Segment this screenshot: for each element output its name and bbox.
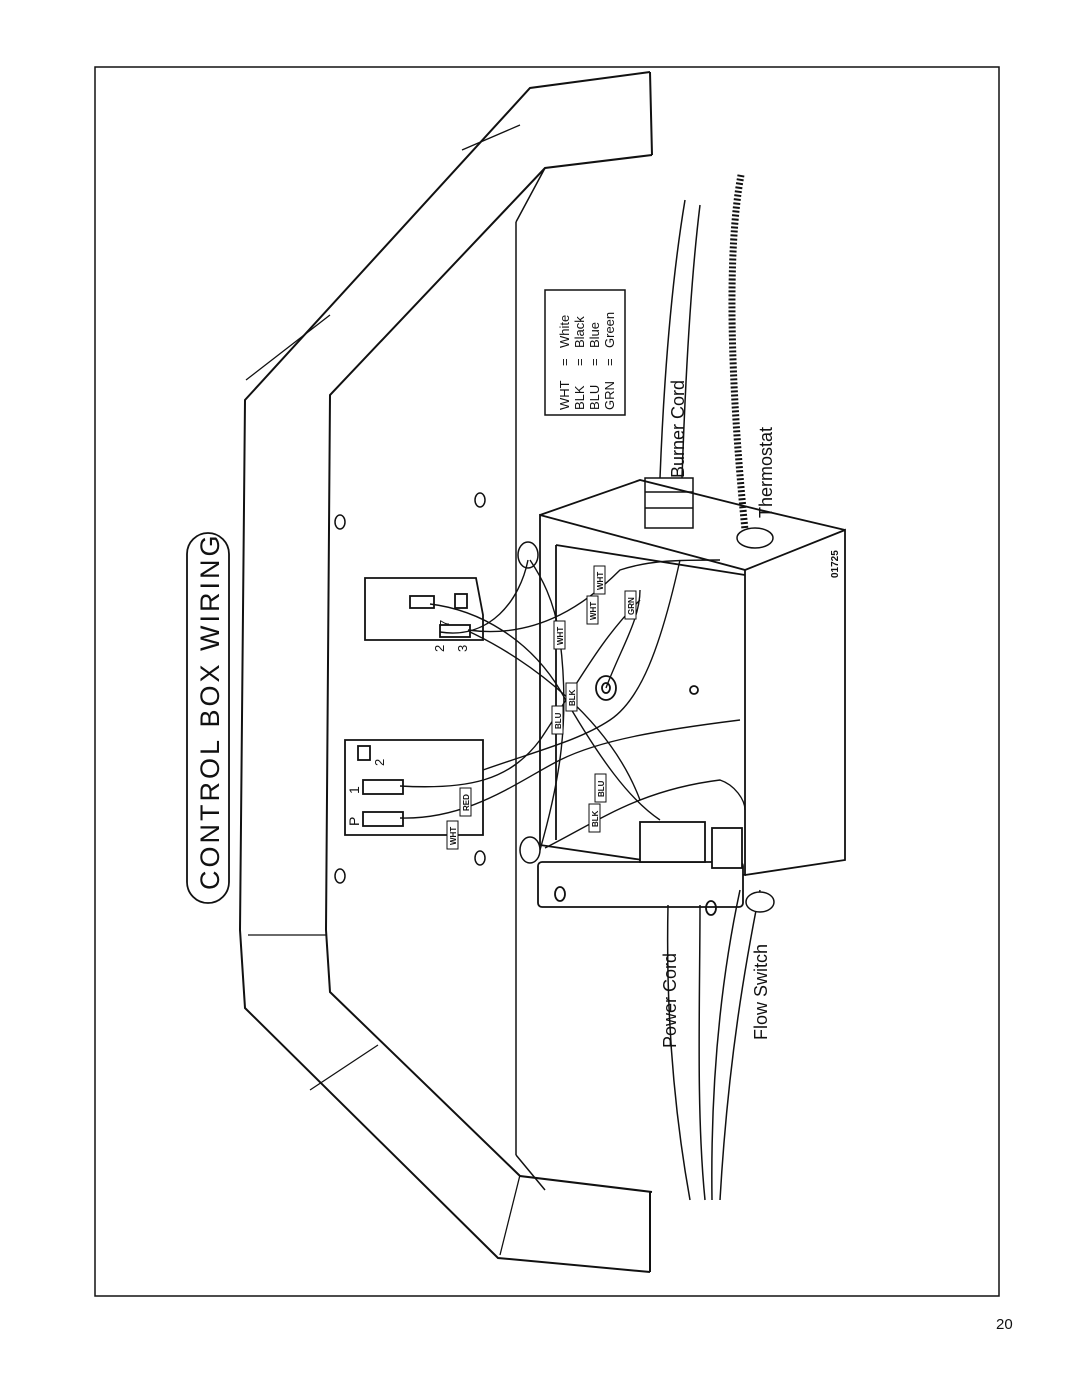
mounting-plate <box>334 167 546 1191</box>
power-cord <box>666 904 706 1201</box>
wire-tag-grn-label: GRN <box>627 597 636 615</box>
upper-relay <box>364 577 484 641</box>
page-frame <box>94 66 1000 1297</box>
thermostat-capillary <box>728 174 774 549</box>
wire-tag-red-label: RED <box>462 794 471 811</box>
legend-color-wht: White <box>557 315 572 348</box>
legend-box <box>544 289 626 416</box>
wire-tag-blk-1-label: BLK <box>568 689 577 706</box>
wire-tag-blu-1-label: BLU <box>554 712 563 729</box>
title-frame <box>186 532 230 904</box>
wire-tag-wht-2 <box>586 595 599 625</box>
terminal-1-label: 1 <box>346 786 362 794</box>
legend-code-wht: WHT <box>557 380 572 410</box>
legend-eq-blk: = <box>572 358 587 366</box>
wire-nuts <box>517 541 541 864</box>
wire-tag-wht-3-label: WHT <box>596 572 605 590</box>
wire-tag-wht-4 <box>446 820 459 850</box>
junction-box <box>537 479 846 916</box>
power-cord-label: Power Cord <box>660 953 680 1048</box>
burner-cord <box>644 199 701 529</box>
legend-eq-grn: = <box>602 358 617 366</box>
thermostat-label: Thermostat <box>756 427 776 518</box>
color-legend: WHT = White BLK = Black BLU = Blue GRN =… <box>544 289 626 416</box>
legend-color-blu: Blue <box>587 322 602 348</box>
terminal-2b-label: 2 <box>372 759 387 766</box>
title-text: CONTROL BOX WIRING <box>195 532 225 890</box>
wire-tag-blu-2-label: BLU <box>597 780 606 797</box>
legend-eq-wht: = <box>557 358 572 366</box>
legend-color-blk: Black <box>572 316 587 348</box>
wire-tag-blu-2 <box>594 773 607 803</box>
terminal-2-label: 2 <box>432 645 447 652</box>
wire-tag-wht-4-label: WHT <box>449 827 458 845</box>
legend-color-grn: Green <box>602 312 617 348</box>
wire-tag-blk-2-label: BLK <box>591 810 600 827</box>
lower-relay <box>344 739 484 836</box>
page-number: 20 <box>996 1316 1013 1333</box>
burner-cord-label: Burner Cord <box>668 380 688 478</box>
legend-eq-blu: = <box>587 358 602 366</box>
terminal-3-label: 3 <box>455 645 470 652</box>
wire-tag-wht-3 <box>593 565 606 595</box>
figure-code: 01725 <box>830 550 841 578</box>
legend-code-blk: BLK <box>572 385 587 410</box>
wire-tag-blk-2 <box>588 803 601 833</box>
wire-tags: WHT WHT WHT GRN BLU BLK RED WHT <box>446 565 637 850</box>
wires <box>399 559 746 851</box>
diagram-title: CONTROL BOX WIRING <box>186 532 230 904</box>
wire-tag-blu-1 <box>551 705 564 735</box>
wire-tag-wht-1 <box>553 620 566 650</box>
wire-tag-wht-2-label: WHT <box>589 602 598 620</box>
terminal-7-label: 7 <box>437 620 452 627</box>
flow-switch-label: Flow Switch <box>751 944 771 1040</box>
wire-tag-red <box>459 787 472 817</box>
wire-tag-wht-1-label: WHT <box>556 627 565 645</box>
terminal-p-label: P <box>346 817 362 826</box>
wire-tag-grn <box>624 590 637 620</box>
wire-tag-blk-1 <box>565 682 578 712</box>
flow-switch-cable <box>711 889 775 1201</box>
legend-code-grn: GRN <box>602 381 617 410</box>
legend-code-blu: BLU <box>587 385 602 410</box>
